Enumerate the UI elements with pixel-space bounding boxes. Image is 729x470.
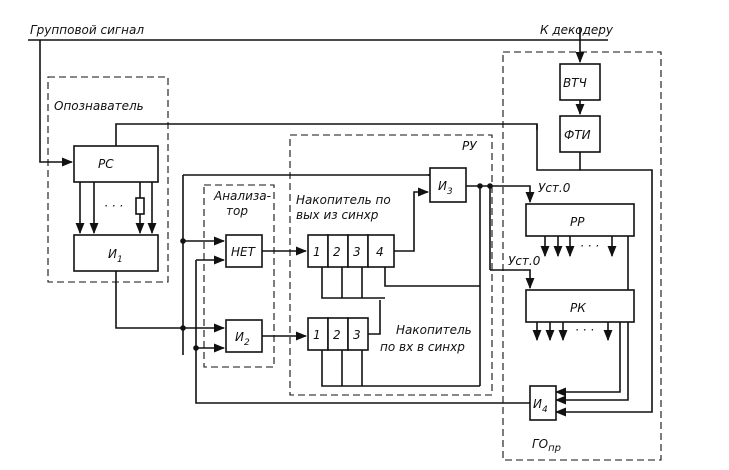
block-i1-label: И1 [108, 247, 123, 265]
i3-to-rr [525, 185, 535, 204]
rr-ellipsis: · · · [580, 239, 599, 253]
accum-in-label-1: Накопитель [396, 323, 472, 337]
inner-bus [195, 260, 530, 404]
accum-b-cell-2-label: 2 [333, 328, 341, 342]
accum-a-reset [321, 267, 385, 299]
accum-a-cell-4-label: 4 [376, 245, 384, 259]
group-signal-to-rs [39, 40, 74, 167]
block-i4 [529, 385, 557, 421]
group-signal-label: Групповой сигнал [30, 23, 144, 37]
ust0-top-label: Уст.0 [538, 181, 571, 195]
go-pr-label: ГОпр [532, 437, 561, 454]
block-i1 [73, 234, 159, 272]
identifier-group [47, 76, 169, 283]
node-inner-bus [193, 345, 199, 351]
accum-a-cell-4 [367, 234, 395, 268]
ru-label: РУ [462, 139, 477, 153]
block-i3-label: И3 [438, 179, 453, 197]
i1-output-line [115, 271, 183, 329]
ust0-mid-label: Уст.0 [508, 254, 541, 268]
rs-ellipsis: · · · [104, 199, 123, 213]
node-bus-i2 [180, 325, 186, 331]
block-rk-label: РК [570, 301, 586, 315]
block-rr-label: РР [570, 215, 585, 229]
block-vtch-label: ВТЧ [563, 76, 587, 90]
accum-b-cell-1-label: 1 [313, 328, 321, 342]
block-rs [73, 145, 159, 183]
accum-b-out [368, 300, 381, 335]
accum-out-label-2: вых из синхр [296, 208, 379, 222]
accum-b-cell-3-label: 3 [353, 328, 361, 342]
block-i4-label: И4 [533, 397, 548, 415]
block-vtch [559, 63, 601, 101]
accum-a-cell-2-label: 2 [333, 245, 341, 259]
rs-resistor [135, 197, 145, 215]
block-i2 [225, 319, 263, 353]
accum-a-cell-1-label: 1 [313, 245, 321, 259]
block-i3 [429, 167, 467, 203]
analyzer-group [203, 184, 275, 368]
accum-out-label-1: Накопитель по [296, 193, 391, 207]
block-fti-label: ФТИ [564, 128, 591, 142]
accum-b-reset [321, 350, 480, 387]
node-bus-net [180, 238, 186, 244]
accum-a-cell-3-label: 3 [353, 245, 361, 259]
fti-to-i4 [554, 169, 653, 417]
block-net-label: НЕТ [231, 245, 257, 259]
block-net [225, 234, 263, 268]
rk-ellipsis: · · · [575, 323, 594, 337]
accum-a-reset-4 [384, 267, 480, 287]
block-rk [525, 289, 635, 323]
rk-out-5 [554, 322, 621, 397]
block-rs-label: РС [98, 157, 114, 171]
block-i2-label: И2 [235, 330, 250, 348]
analyzer-label-2: тор [226, 204, 248, 218]
to-decoder-label: К декодеру [540, 23, 614, 37]
ru-group [289, 134, 493, 396]
fti-out [536, 124, 581, 171]
block-rr [525, 203, 635, 237]
identifier-label: Опознаватель [54, 99, 144, 113]
accum-in-label-2: по вх в синхр [380, 340, 465, 354]
i3-to-rk [490, 269, 535, 290]
analyzer-label-1: Анализа- [213, 189, 271, 203]
accum-a-to-i3 [394, 187, 430, 252]
